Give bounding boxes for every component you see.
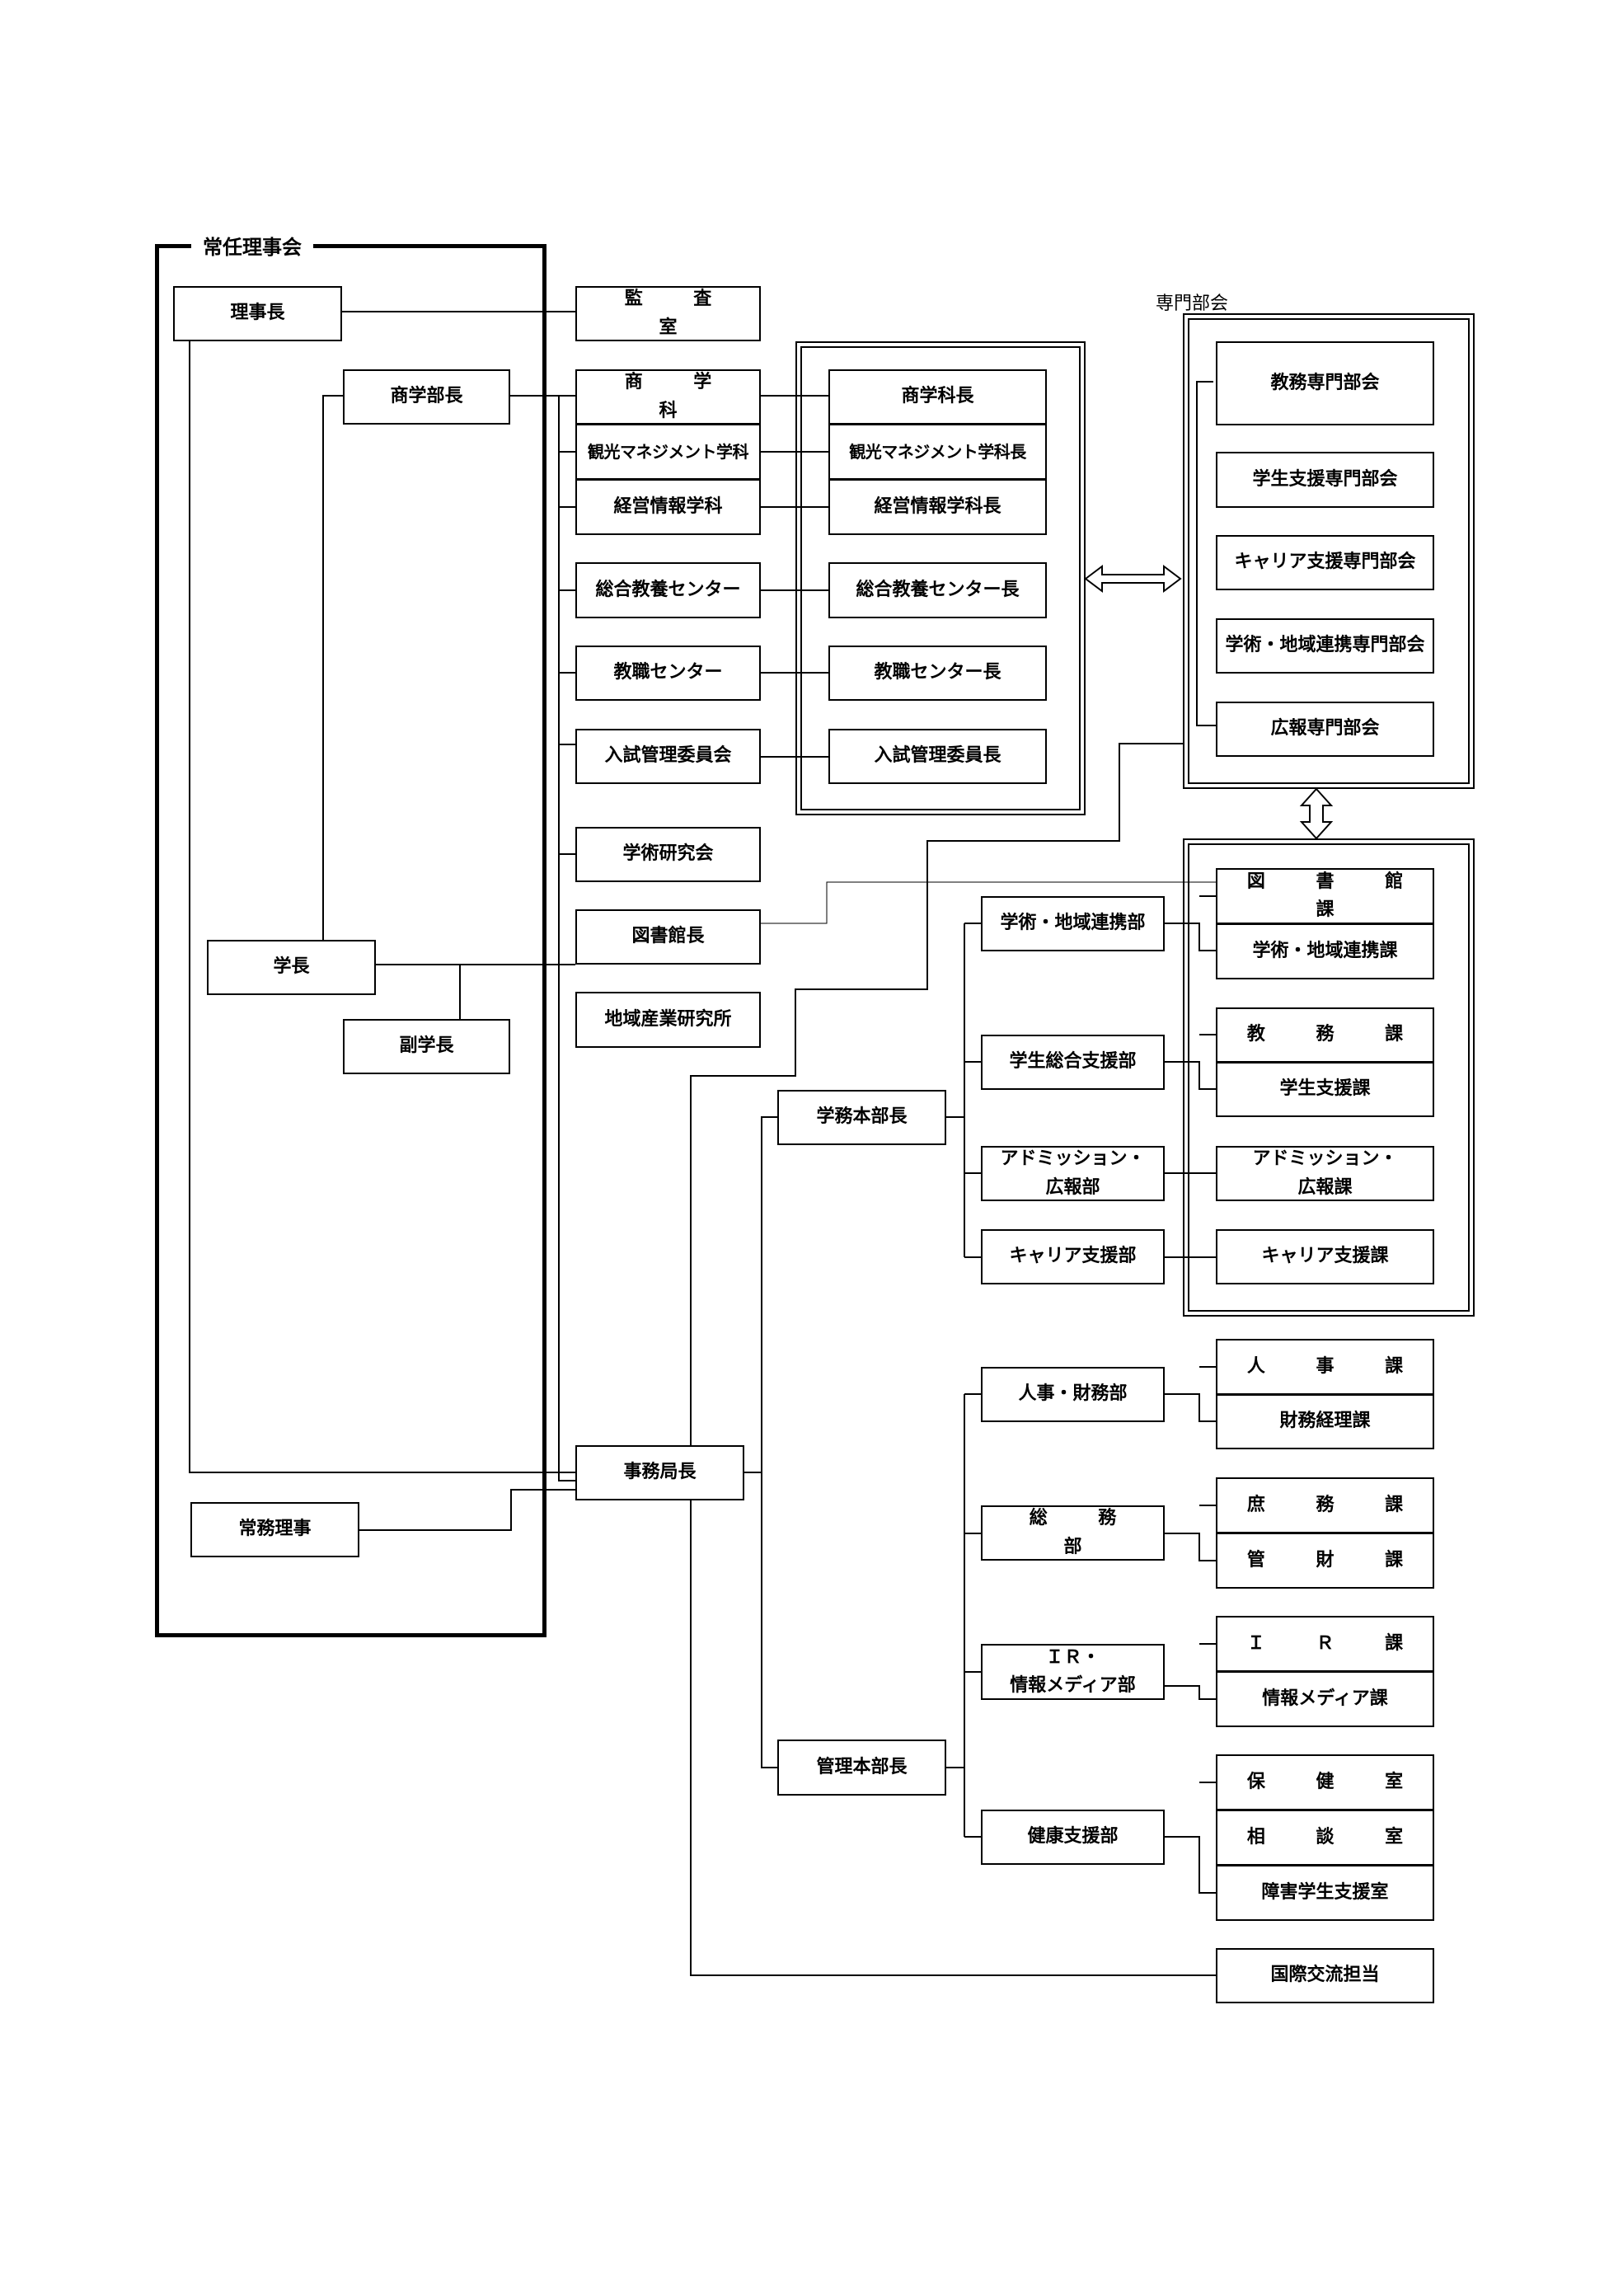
infomgmt-dept-box: 経営情報学科 — [575, 479, 761, 535]
administration-head-box: 管理本部長 — [777, 1740, 946, 1796]
board-frame — [155, 244, 546, 1637]
property-section-box: 管 財 課 — [1216, 1533, 1434, 1589]
academic-committee-box: 教務専門部会 — [1216, 341, 1434, 425]
international-exchange-box: 国際交流担当 — [1216, 1948, 1434, 2003]
ir-section-box: Ｉ Ｒ 課 — [1216, 1616, 1434, 1672]
admissions-committee-box: 入試管理委員会 — [575, 729, 761, 784]
academic-section-box: 教 務 課 — [1216, 1007, 1434, 1063]
librarian-box: 図書館長 — [575, 909, 761, 965]
committees-title: 専門部会 — [1156, 293, 1229, 314]
admission-pr-section-box: アドミッション・ 広報課 — [1216, 1146, 1434, 1201]
secretary-general-box: 事務局長 — [575, 1445, 744, 1500]
admissions-head-box: 入試管理委員長 — [828, 729, 1047, 784]
commerce-dept-box: 商 学 科 — [575, 369, 761, 425]
chairman-box: 理事長 — [173, 286, 342, 341]
regional-section-box: 学術・地域連携課 — [1216, 923, 1434, 979]
general-ed-center-box: 総合教養センター — [575, 562, 761, 618]
dean-box: 商学部長 — [343, 369, 510, 425]
media-section-box: 情報メディア課 — [1216, 1671, 1434, 1727]
career-committee-box: キャリア支援専門部会 — [1216, 535, 1434, 590]
regional-committee-box: 学術・地域連携専門部会 — [1216, 618, 1434, 674]
student-support-committee-box: 学生支援専門部会 — [1216, 452, 1434, 508]
health-dept-box: 健康支援部 — [981, 1810, 1165, 1865]
health-room-box: 保 健 室 — [1216, 1754, 1434, 1810]
president-box: 学長 — [207, 940, 376, 995]
student-dept-box: 学生総合支援部 — [981, 1035, 1165, 1090]
tourism-dept-box: 観光マネジメント学科 — [575, 424, 761, 480]
regional-institute-box: 地域産業研究所 — [575, 992, 761, 1048]
audit-office-box: 監 査 室 — [575, 286, 761, 341]
executive-director-box: 常務理事 — [190, 1502, 359, 1557]
teacher-center-head-box: 教職センター長 — [828, 646, 1047, 701]
general-section-box: 庶 務 課 — [1216, 1477, 1434, 1533]
commerce-head-box: 商学科長 — [828, 369, 1047, 425]
pr-committee-box: 広報専門部会 — [1216, 702, 1434, 757]
finance-section-box: 財務経理課 — [1216, 1394, 1434, 1449]
ir-media-dept-box: ＩＲ・ 情報メディア部 — [981, 1644, 1165, 1700]
admission-pr-dept-box: アドミッション・ 広報部 — [981, 1146, 1165, 1201]
teacher-center-box: 教職センター — [575, 646, 761, 701]
student-section-box: 学生支援課 — [1216, 1062, 1434, 1117]
academic-affairs-head-box: 学務本部長 — [777, 1090, 946, 1145]
vice-president-box: 副学長 — [343, 1019, 510, 1074]
disability-support-room-box: 障害学生支援室 — [1216, 1865, 1434, 1921]
heads-frame — [795, 341, 1086, 815]
sections-frame — [1183, 838, 1475, 1317]
regional-dept-box: 学術・地域連携部 — [981, 896, 1165, 951]
research-society-box: 学術研究会 — [575, 827, 761, 882]
personnel-section-box: 人 事 課 — [1216, 1339, 1434, 1395]
committees-frame — [1183, 313, 1475, 789]
board-title: 常任理事会 — [191, 231, 313, 260]
library-section-box: 図 書 館 課 — [1216, 868, 1434, 924]
career-dept-box: キャリア支援部 — [981, 1229, 1165, 1284]
infomgmt-head-box: 経営情報学科長 — [828, 479, 1047, 535]
general-ed-head-box: 総合教養センター長 — [828, 562, 1047, 618]
counseling-room-box: 相 談 室 — [1216, 1810, 1434, 1866]
tourism-head-box: 観光マネジメント学科長 — [828, 424, 1047, 480]
general-affairs-dept-box: 総 務 部 — [981, 1505, 1165, 1561]
career-section-box: キャリア支援課 — [1216, 1229, 1434, 1284]
hr-finance-dept-box: 人事・財務部 — [981, 1367, 1165, 1422]
